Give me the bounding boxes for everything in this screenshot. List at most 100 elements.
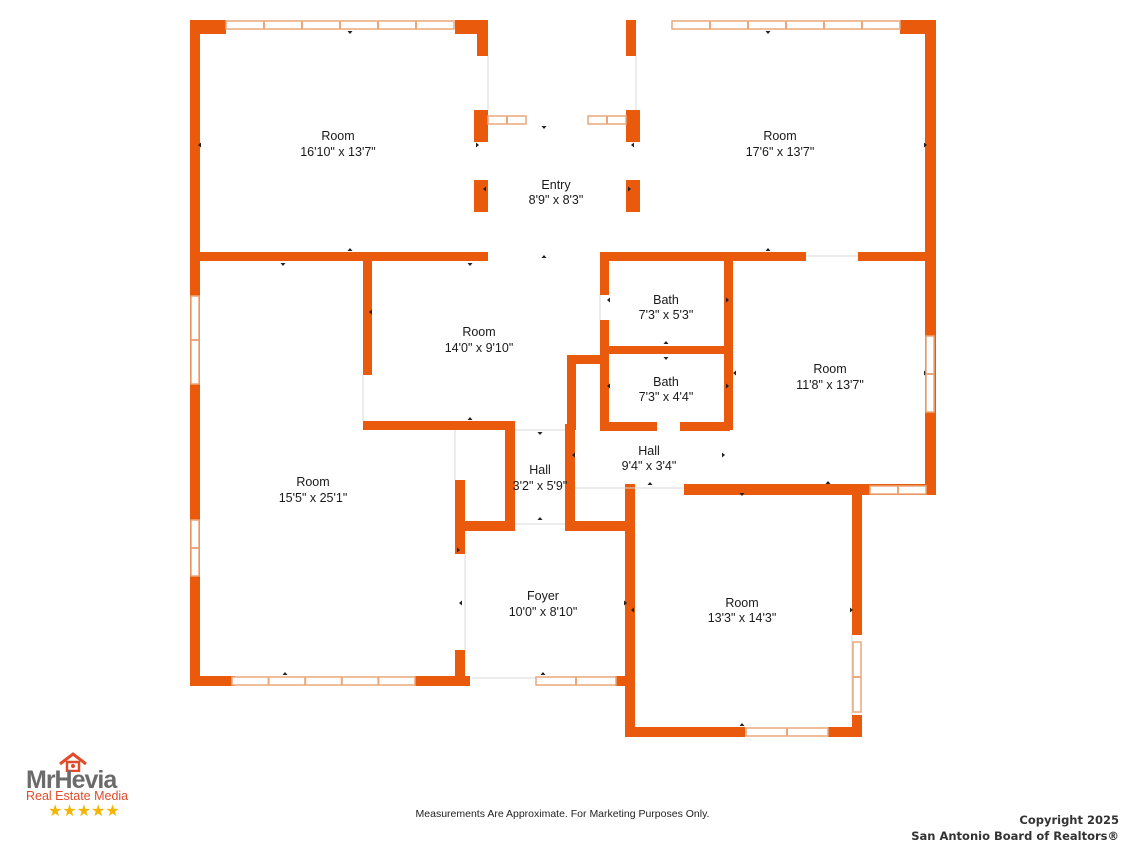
copyright-line: San Antonio Board of Realtors® — [911, 829, 1119, 843]
room-dimensions: 16'10" x 13'7" — [300, 145, 376, 159]
wall-segment — [626, 180, 640, 212]
copyright-line: Copyright 2025 — [1019, 813, 1119, 827]
wall-segment — [567, 355, 609, 364]
dimension-marker — [467, 417, 473, 420]
window — [869, 485, 927, 495]
wall-segment — [600, 422, 657, 431]
window — [231, 676, 416, 686]
room-dimensions: 9'4" x 3'4" — [622, 459, 677, 473]
dimension-marker — [540, 672, 546, 675]
wall-segment — [474, 110, 488, 142]
wall-segment — [363, 255, 372, 375]
room-dimensions: 8'9" x 8'3" — [529, 193, 584, 207]
room-dimensions: 17'6" x 13'7" — [746, 145, 815, 159]
dimension-marker — [347, 248, 353, 251]
dimension-marker — [850, 607, 853, 613]
window — [587, 115, 627, 125]
room-dimensions: 14'0" x 9'10" — [445, 341, 514, 355]
wall-segment — [415, 676, 470, 686]
window — [852, 641, 862, 713]
wall-segment — [363, 421, 515, 430]
dimension-marker — [537, 517, 543, 520]
wall-segment — [625, 727, 745, 737]
dimension-marker — [663, 357, 669, 360]
wall-segment — [626, 20, 636, 56]
room-name: Bath — [653, 293, 679, 307]
room-dimensions: 7'3" x 5'3" — [639, 308, 694, 322]
wall-segment — [852, 715, 862, 737]
wall-segment — [198, 252, 488, 261]
dimension-marker — [483, 186, 486, 192]
dimension-marker — [572, 452, 575, 458]
wall-segment — [455, 526, 465, 554]
room-label: Entry 8'9" x 8'3" — [529, 178, 584, 207]
dimension-marker — [663, 341, 669, 344]
room-dimensions: 13'3" x 14'3" — [708, 611, 777, 625]
logo-name: MrHevia — [26, 766, 117, 794]
dimension-marker — [541, 255, 547, 258]
dimension-marker — [624, 600, 627, 606]
dimension-marker — [628, 186, 631, 192]
window — [671, 20, 901, 30]
room-dimensions: 11'8" x 13'7" — [796, 378, 864, 392]
room-label: Room 11'8" x 13'7" — [796, 362, 864, 392]
dimension-marker — [541, 126, 547, 129]
room-dimensions: 3'2" x 5'9" — [513, 479, 568, 493]
room-name: Foyer — [527, 589, 559, 603]
wall-segment — [625, 484, 635, 734]
dimension-marker — [631, 607, 634, 613]
wall-segment — [505, 424, 515, 529]
room-label: Room 15'5" x 25'1" — [279, 475, 348, 505]
room-dimensions: 7'3" x 4'4" — [639, 390, 694, 404]
disclaimer: Measurements Are Approximate. For Market… — [415, 808, 710, 820]
room-label: Room 16'10" x 13'7" — [300, 129, 376, 159]
wall-segment — [455, 650, 465, 685]
dimension-marker — [825, 481, 831, 484]
room-name: Bath — [653, 375, 679, 389]
dimension-marker — [198, 142, 201, 148]
dimension-marker — [739, 493, 745, 496]
dimension-marker — [631, 142, 634, 148]
dimension-marker — [369, 309, 372, 315]
dimension-marker — [739, 723, 745, 726]
room-name: Room — [462, 325, 495, 339]
wall-segment — [565, 521, 625, 531]
dimension-marker — [476, 142, 479, 148]
house-icon — [59, 752, 87, 772]
window — [190, 295, 200, 385]
dimension-marker — [733, 370, 736, 376]
wall-segment — [828, 727, 862, 737]
wall-segment — [680, 422, 730, 431]
wall-segment — [600, 255, 609, 295]
wall-segment — [858, 252, 936, 261]
window — [190, 519, 200, 577]
wall-segment — [474, 180, 488, 212]
dimension-marker — [457, 547, 460, 553]
wall-segment — [565, 424, 575, 529]
logo-subtitle: Real Estate Media — [26, 789, 129, 803]
room-name: Hall — [529, 463, 551, 477]
dimension-marker — [607, 383, 610, 389]
dimension-marker — [280, 263, 286, 266]
room-label: Hall 3'2" x 5'9" — [513, 463, 568, 493]
wall-segment — [455, 521, 515, 531]
windows — [190, 20, 935, 737]
dimension-marker — [726, 297, 729, 303]
dimension-marker — [647, 482, 653, 485]
room-dimensions: 15'5" x 25'1" — [279, 491, 348, 505]
room-label: Hall 9'4" x 3'4" — [622, 444, 677, 473]
wall-segment — [455, 480, 465, 530]
dimension-marker — [765, 31, 771, 34]
room-label: Room 17'6" x 13'7" — [746, 129, 815, 159]
window — [925, 335, 935, 413]
wall-segment — [684, 484, 936, 495]
room-labels: Room 16'10" x 13'7" Entry 8'9" x 8'3" Ro… — [279, 129, 864, 625]
window — [535, 676, 617, 686]
wall-segment — [626, 110, 640, 142]
room-label: Foyer 10'0" x 8'10" — [509, 589, 578, 619]
company-logo: MrHevia Real Estate Media ★★★★★ — [26, 752, 156, 822]
wall-segment — [724, 255, 733, 430]
room-label: Room 13'3" x 14'3" — [708, 596, 777, 625]
room-name: Room — [296, 475, 329, 489]
